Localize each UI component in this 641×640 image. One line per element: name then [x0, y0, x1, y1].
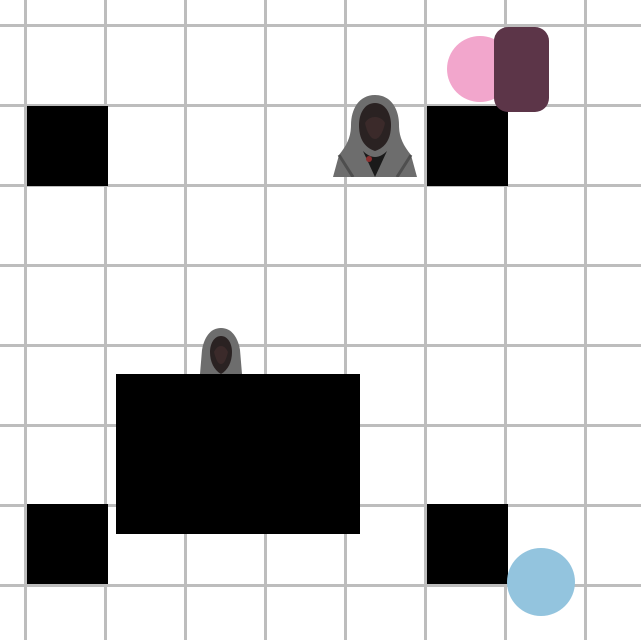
hooded-figure-icon: [333, 93, 417, 177]
wall-block: [427, 106, 508, 186]
gridline-horizontal: [0, 344, 641, 347]
wall-block: [427, 504, 508, 584]
gridline-horizontal: [0, 264, 641, 267]
wall-block: [27, 106, 108, 186]
hooded-figure-agent[interactable]: [333, 93, 417, 177]
gridline-vertical: [264, 0, 267, 640]
wall-block: [27, 504, 108, 584]
hooded-figure-icon: [196, 328, 246, 374]
gridline-horizontal: [0, 24, 641, 27]
hooded-figure-agent-partial[interactable]: [196, 328, 246, 374]
blue-circle-goal[interactable]: [507, 548, 575, 616]
large-black-block: [116, 374, 360, 534]
plum-rounded-square-token[interactable]: [494, 27, 549, 112]
gridline-vertical: [184, 0, 187, 640]
gridline-vertical: [584, 0, 587, 640]
